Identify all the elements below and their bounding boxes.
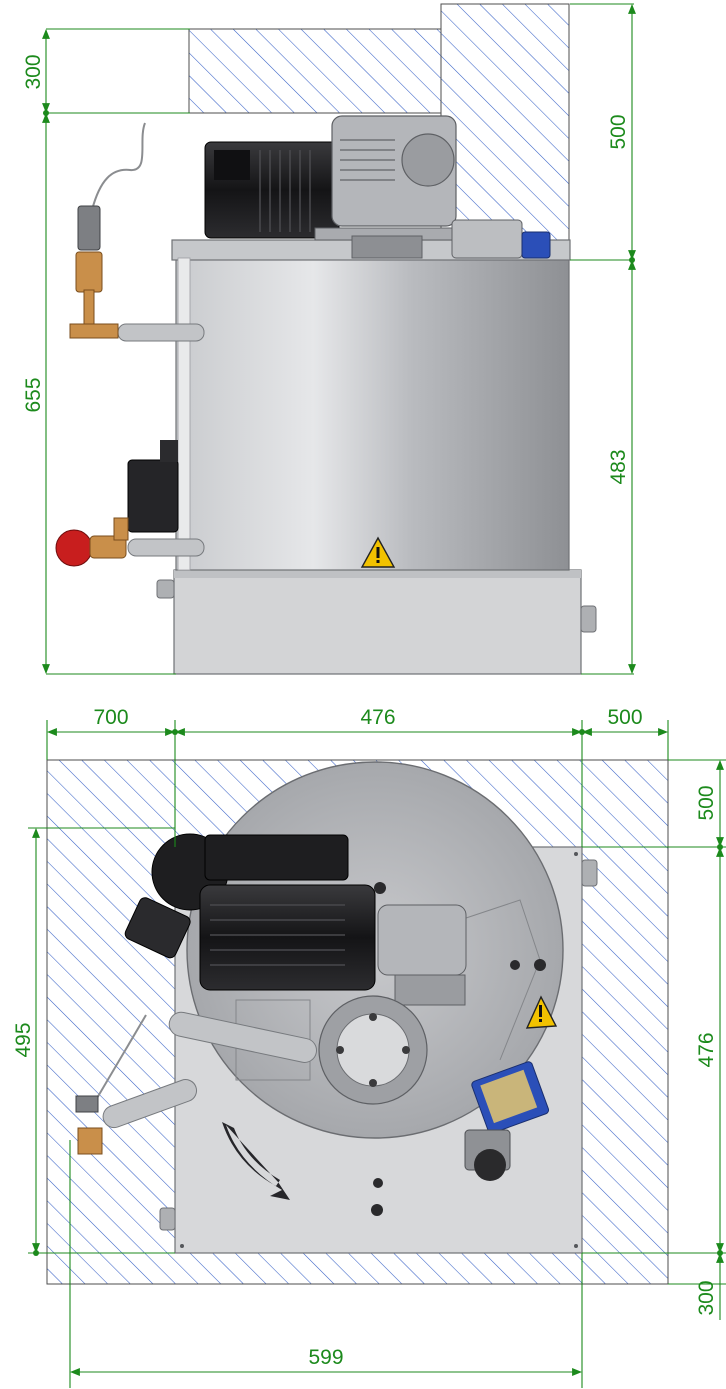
top-motor [124,833,376,991]
dim-side-motor-clearance: 500 [607,114,630,149]
top-gearbox [318,904,467,1105]
warning-triangle-icon-top [525,995,558,1029]
dim-top-side-depth: 476 [695,1032,718,1067]
warning-triangle-icon [360,536,396,568]
dim-side-total-height: 655 [22,377,45,412]
top-valve [75,1014,147,1155]
dim-top-right-clearance: 500 [607,706,642,729]
side-tank-pipe [177,257,191,571]
dim-top-overall-width: 599 [308,1346,343,1369]
side-pipe-upper [117,323,205,342]
side-electrical-box [127,459,179,533]
top-left-stub [159,1207,176,1231]
dim-top-width: 476 [360,706,395,729]
side-base-box [173,569,582,675]
side-sensor-block [451,219,523,259]
side-top-clearance-zone [188,28,442,114]
side-base-knob [580,605,597,633]
top-right-knob [581,859,598,887]
side-base-stub [156,579,175,599]
side-upper-valve [69,122,146,339]
top-sensor [464,1061,550,1181]
top-pipe-lower [102,1079,198,1129]
dim-top-back-clearance: 500 [695,785,718,820]
side-lower-valve [55,517,129,567]
rotation-arrow-icon [222,1122,290,1200]
dim-top-front-clearance: 300 [695,1280,718,1315]
dim-top-depth: 495 [12,1022,35,1057]
side-right-clearance-zone [440,3,570,261]
side-tank [175,257,570,571]
dim-side-top-clearance: 300 [22,54,45,89]
side-pipe-lower [127,538,205,557]
top-view [46,759,669,1285]
side-view [55,3,597,675]
dim-top-left-clearance: 700 [93,706,128,729]
dim-side-tank-height: 483 [607,449,630,484]
side-dimension-lines [42,3,636,675]
top-pipe-upper [168,1011,317,1063]
top-dimension-lines [28,720,726,1388]
